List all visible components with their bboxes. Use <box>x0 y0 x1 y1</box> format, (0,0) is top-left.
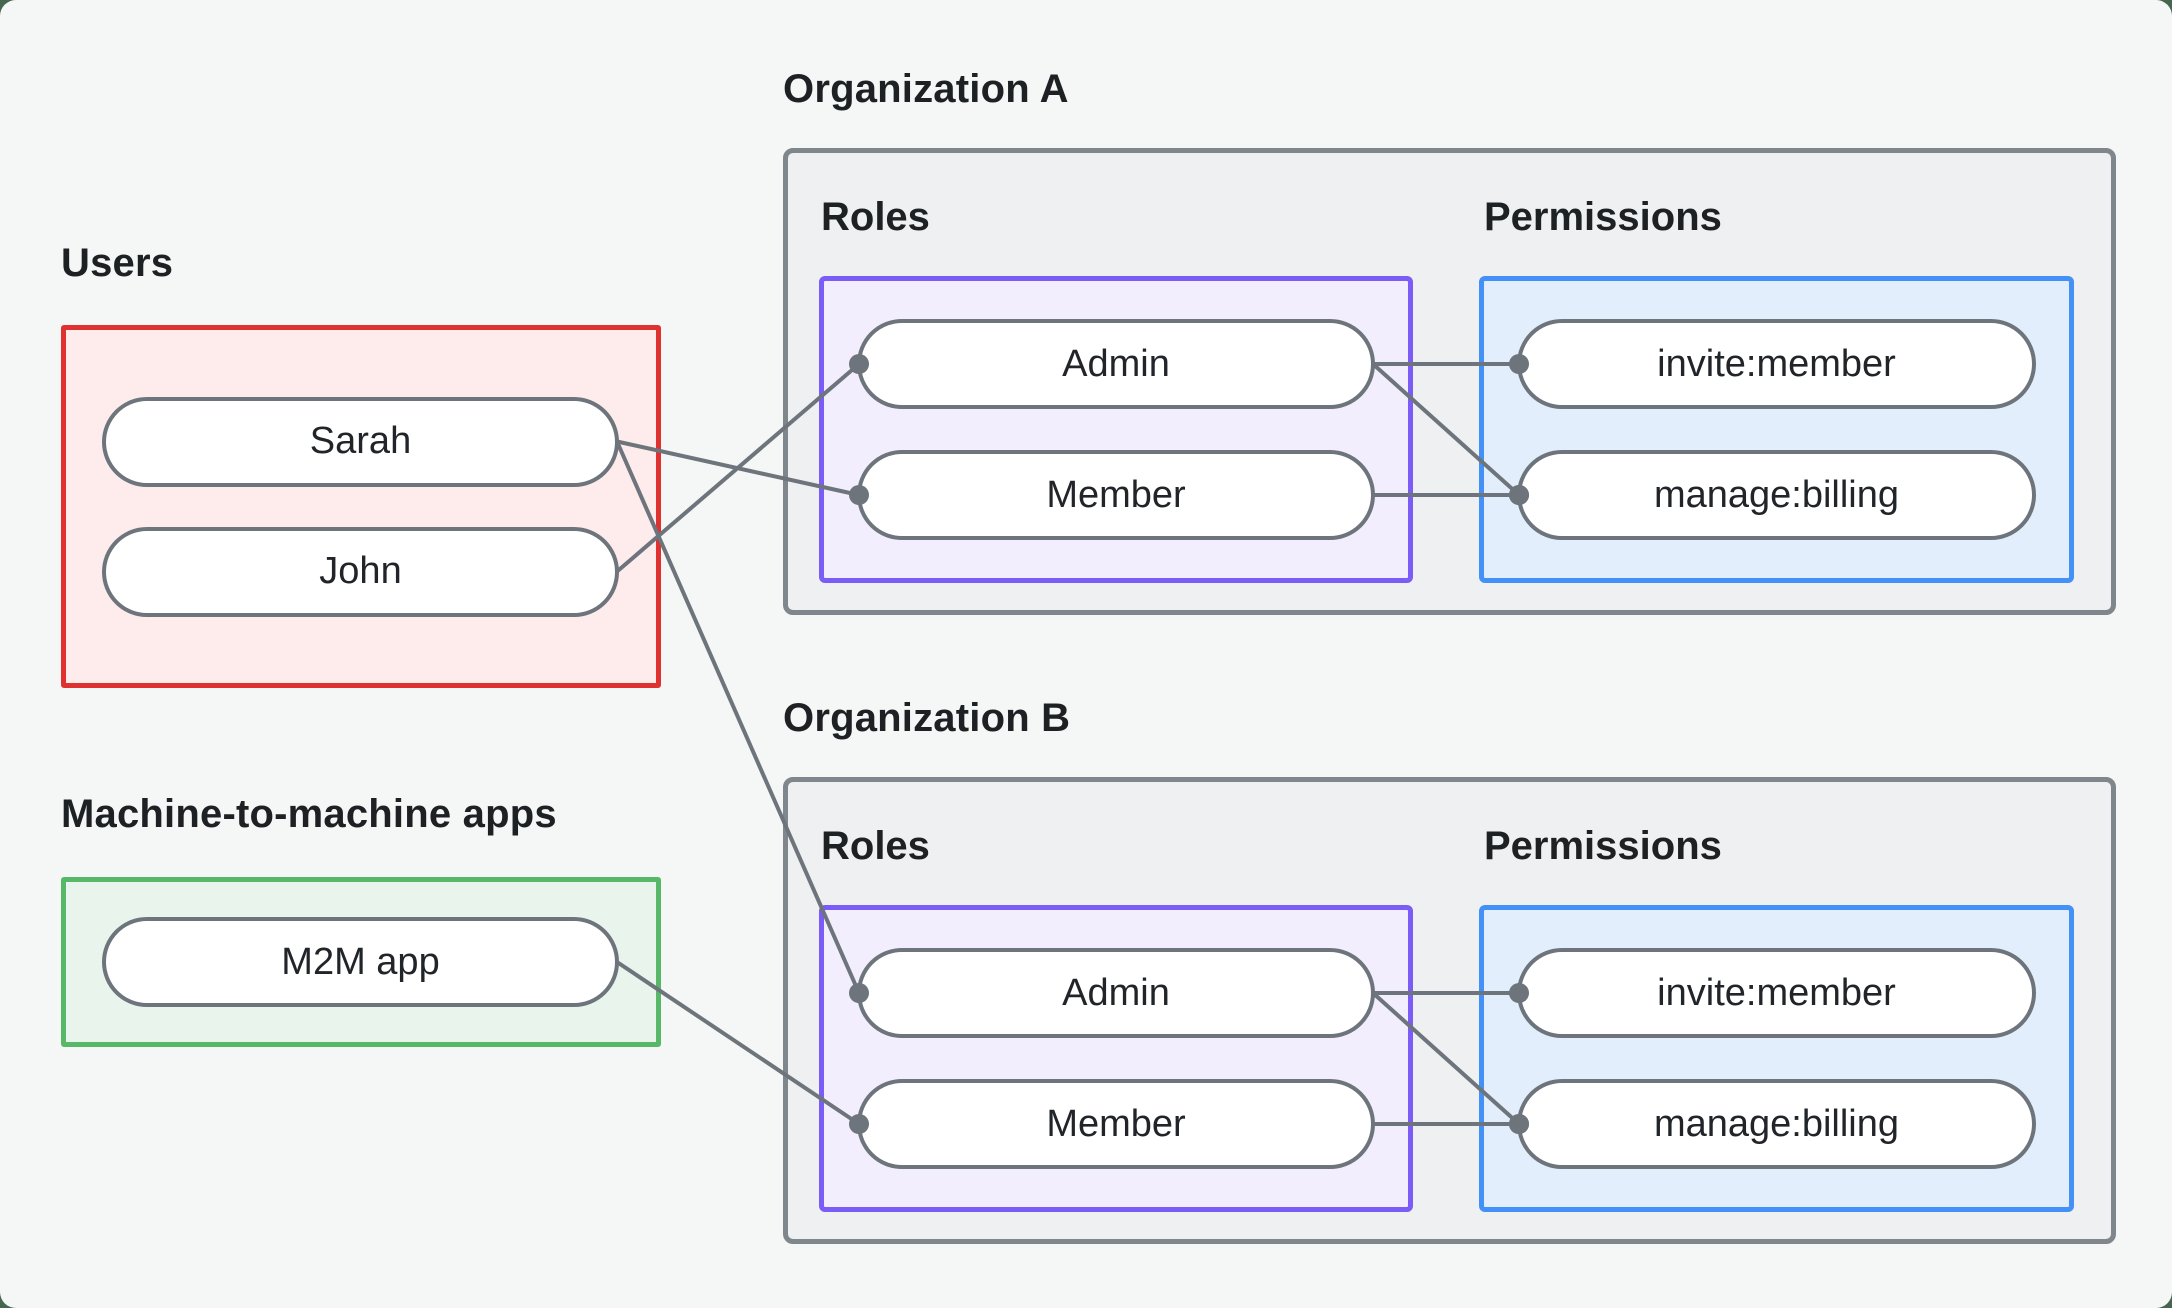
org-a-perm-manage-label: manage:billing <box>1653 473 1900 516</box>
org-b-box: Roles Permissions Admin Member invite:me… <box>783 777 2116 1244</box>
org-b-perm-invite-node: invite:member <box>1517 948 2036 1038</box>
users-group: Sarah John <box>61 325 661 688</box>
org-a-role-member-label: Member <box>1046 473 1186 516</box>
org-b-permissions-group: invite:member manage:billing <box>1479 905 2074 1212</box>
org-a-perm-invite-node: invite:member <box>1517 319 2036 409</box>
org-b-perm-invite-label: invite:member <box>1657 971 1896 1014</box>
org-b-title: Organization B <box>783 696 1071 740</box>
m2m-app-node-label: M2M app <box>281 940 440 983</box>
org-a-role-member-node: Member <box>857 450 1375 540</box>
users-label: Users <box>61 241 174 285</box>
user-node-john-label: John <box>319 550 402 592</box>
org-a-permissions-label: Permissions <box>1484 195 1722 239</box>
m2m-label: Machine-to-machine apps <box>61 792 557 836</box>
org-a-title: Organization A <box>783 67 1069 111</box>
user-node-john: John <box>102 526 619 617</box>
user-node-sarah: Sarah <box>102 396 619 487</box>
org-a-permissions-group: invite:member manage:billing <box>1479 276 2074 583</box>
org-b-role-admin-node: Admin <box>857 948 1375 1038</box>
org-b-role-member-label: Member <box>1046 1102 1186 1145</box>
org-a-role-admin-node: Admin <box>857 319 1375 409</box>
org-a-box: Roles Permissions Admin Member invite:me… <box>783 148 2116 615</box>
m2m-app-node: M2M app <box>102 917 619 1007</box>
org-b-roles-label: Roles <box>821 824 930 868</box>
org-b-roles-group: Admin Member <box>819 905 1413 1212</box>
user-node-sarah-label: Sarah <box>309 420 412 462</box>
org-a-roles-label: Roles <box>821 195 930 239</box>
m2m-group: M2M app <box>61 877 661 1047</box>
org-b-role-admin-label: Admin <box>1062 971 1170 1014</box>
org-a-perm-manage-node: manage:billing <box>1517 450 2036 540</box>
org-a-role-admin-label: Admin <box>1062 342 1170 385</box>
org-b-perm-manage-label: manage:billing <box>1653 1102 1900 1145</box>
org-b-perm-manage-node: manage:billing <box>1517 1079 2036 1169</box>
org-a-roles-group: Admin Member <box>819 276 1413 583</box>
org-a-perm-invite-label: invite:member <box>1657 342 1896 385</box>
org-b-role-member-node: Member <box>857 1079 1375 1169</box>
org-b-permissions-label: Permissions <box>1484 824 1722 868</box>
